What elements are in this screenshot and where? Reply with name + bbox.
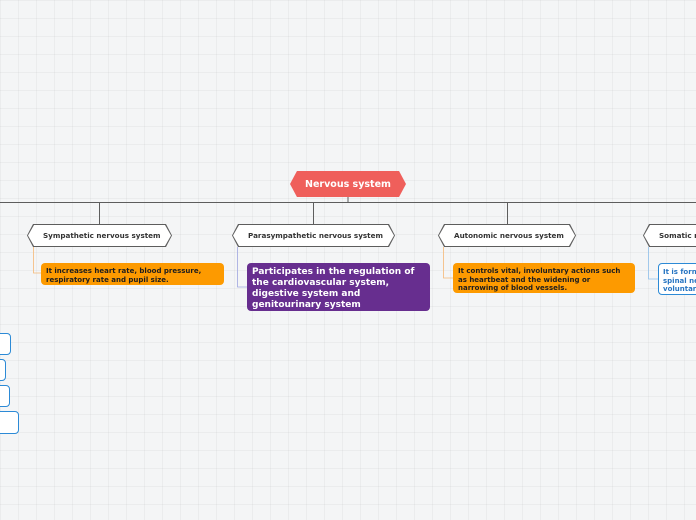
topic-sympathetic[interactable]: Sympathetic nervous system (27, 224, 172, 247)
root-node[interactable]: Nervous system (290, 171, 406, 197)
note-line: voluntar (663, 285, 696, 294)
note-text: It controls vital, involuntary actions s… (458, 267, 621, 293)
note-autonomic[interactable]: It controls vital, involuntary actions s… (453, 263, 635, 293)
topic-autonomic[interactable]: Autonomic nervous system (438, 224, 576, 247)
note-line: spinal ne (663, 276, 696, 285)
note-parasympathetic[interactable]: Participates in the regulation of the ca… (247, 263, 430, 311)
note-text: It increases heart rate, blood pressure,… (46, 267, 202, 284)
topic-label: Somatic n (644, 225, 696, 246)
note-line: It is forn (663, 268, 696, 276)
root-label: Nervous system (305, 178, 391, 190)
note-sympathetic[interactable]: It increases heart rate, blood pressure,… (41, 263, 224, 285)
offscreen-node[interactable] (0, 385, 10, 407)
topic-label: Sympathetic nervous system (28, 225, 171, 246)
offscreen-node[interactable] (0, 359, 6, 381)
topic-somatic[interactable]: Somatic n (643, 224, 696, 247)
offscreen-node[interactable] (0, 411, 19, 434)
topic-label: Parasympathetic nervous system (233, 225, 394, 246)
note-text: Participates in the regulation of the ca… (252, 267, 415, 310)
note-somatic[interactable]: It is forn spinal ne voluntar (658, 263, 696, 295)
topic-label: Autonomic nervous system (439, 225, 575, 246)
offscreen-node[interactable] (0, 333, 11, 355)
topic-parasympathetic[interactable]: Parasympathetic nervous system (232, 224, 395, 247)
